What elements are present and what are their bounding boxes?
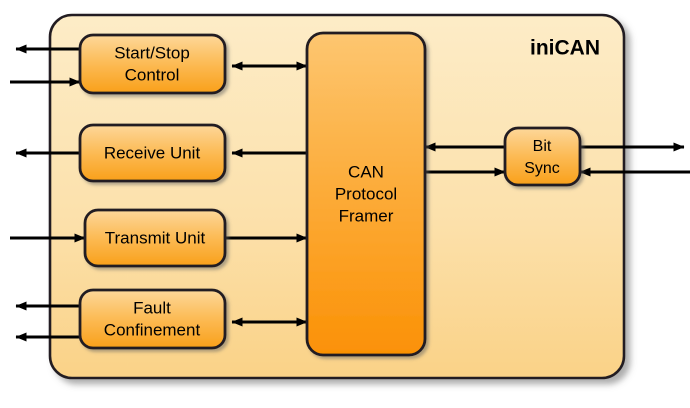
fault-confinement-label-line1: Fault (133, 298, 171, 317)
fault-confinement-rect (78, 288, 227, 350)
bit-sync-rect (503, 126, 582, 187)
block-can-protocol-framer[interactable]: CAN Protocol Framer (305, 31, 427, 357)
receive-unit-rect (78, 123, 227, 183)
can-protocol-framer-label-line1: CAN (348, 162, 384, 181)
transmit-unit-label: Transmit Unit (105, 228, 206, 247)
block-fault-confinement[interactable]: Fault Confinement (78, 288, 227, 350)
can-protocol-framer-rect (305, 31, 427, 357)
panel-title: iniCAN (530, 37, 600, 60)
block-transmit-unit[interactable]: Transmit Unit (83, 208, 227, 268)
can-protocol-framer-label-line2: Protocol (335, 184, 397, 203)
block-start-stop-control[interactable]: Start/Stop Control (78, 33, 227, 95)
block-receive-unit[interactable]: Receive Unit (78, 123, 227, 183)
can-protocol-framer-label-line3: Framer (339, 206, 394, 225)
fault-confinement-label-line2: Confinement (104, 320, 201, 339)
start-stop-control-label-line1: Start/Stop (114, 43, 190, 62)
start-stop-control-rect (78, 33, 227, 95)
block-bit-sync[interactable]: Bit Sync (503, 126, 582, 187)
transmit-unit-rect (83, 208, 227, 268)
start-stop-control-label-line2: Control (125, 65, 180, 84)
bit-sync-label-line1: Bit (533, 138, 552, 155)
receive-unit-label: Receive Unit (104, 143, 201, 162)
bit-sync-label-line2: Sync (524, 160, 560, 177)
